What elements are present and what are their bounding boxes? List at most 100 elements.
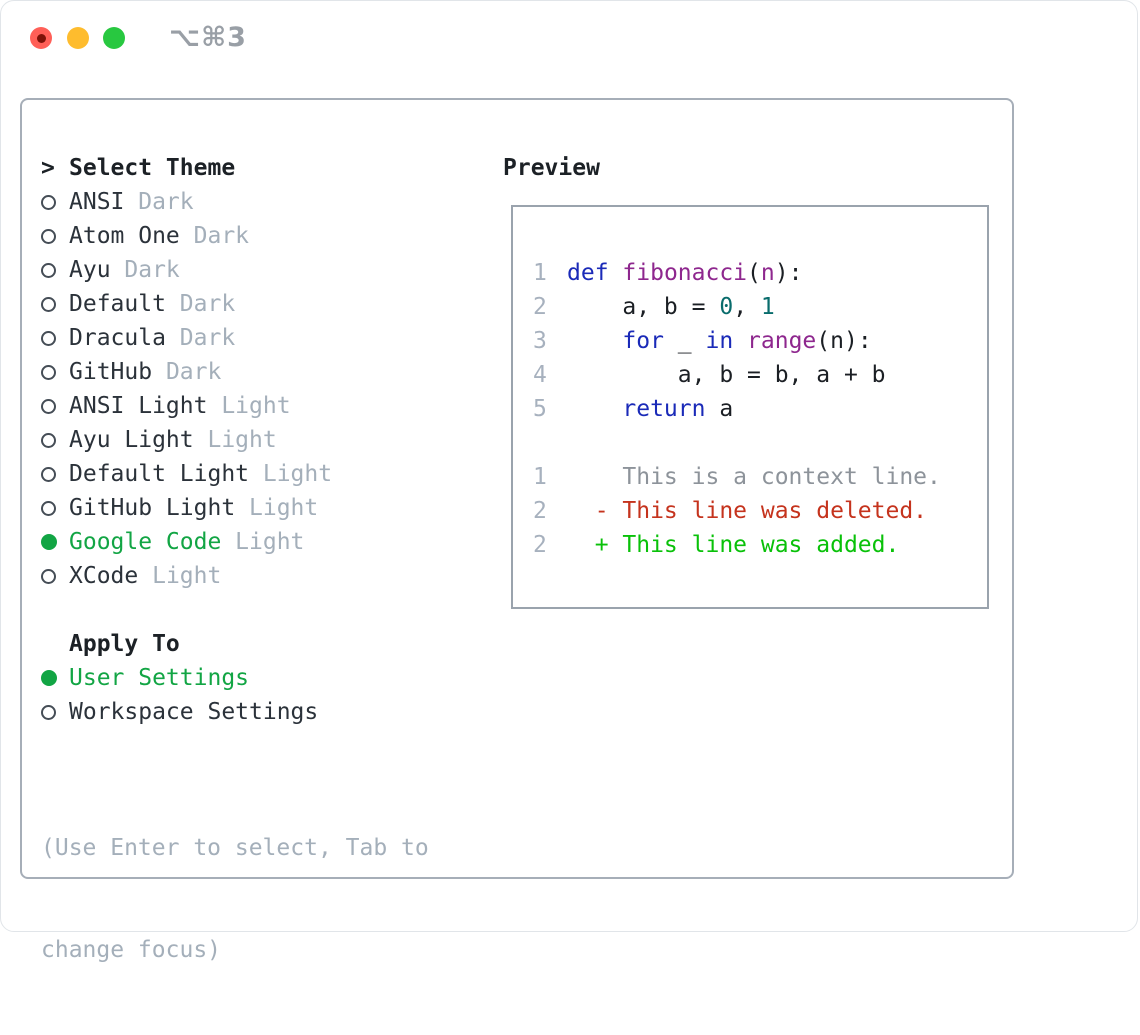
code-line: 2 - This line was deleted. xyxy=(533,494,987,528)
theme-name: XCode xyxy=(69,563,139,589)
radio-unselected-icon xyxy=(41,466,69,482)
help-line: (Use Enter to select, Tab to xyxy=(41,835,429,861)
code-token: ): xyxy=(774,260,803,286)
apply-option-workspace-settings[interactable]: Workspace Settings xyxy=(41,695,429,729)
line-number: 2 xyxy=(533,532,547,558)
code-token xyxy=(733,328,747,354)
radio-unselected-icon xyxy=(41,194,69,210)
theme-option-google-code[interactable]: Google Code Light xyxy=(41,525,429,559)
apply-to-title: Apply To xyxy=(69,631,180,657)
code-line: 2 + This line was added. xyxy=(533,528,987,562)
line-number: 5 xyxy=(533,396,547,422)
code-line: 2 a, b = 0, 1 xyxy=(533,290,987,324)
theme-option-default[interactable]: Default Dark xyxy=(41,287,429,321)
code-token: in xyxy=(705,328,734,354)
apply-option-user-settings[interactable]: User Settings xyxy=(41,661,429,695)
theme-variant: Dark xyxy=(138,189,194,215)
theme-name: Google Code xyxy=(69,529,222,555)
code-token: n xyxy=(760,260,775,286)
close-button[interactable] xyxy=(30,27,52,49)
code-token: for xyxy=(622,328,664,354)
code-token: _ xyxy=(663,328,706,354)
code-token: a xyxy=(705,396,734,422)
theme-option-github[interactable]: GitHub Dark xyxy=(41,355,429,389)
radio-selected-icon xyxy=(41,534,69,550)
theme-variant: Dark xyxy=(165,359,222,385)
theme-name: GitHub xyxy=(69,359,153,385)
select-theme-header: > Select Theme xyxy=(41,151,429,185)
theme-option-ayu[interactable]: Ayu Dark xyxy=(41,253,429,287)
close-dot-icon xyxy=(36,33,46,43)
radio-unselected-icon xyxy=(41,330,69,346)
line-number: 2 xyxy=(533,498,547,524)
theme-name: Dracula xyxy=(69,325,166,351)
code-token: def xyxy=(567,260,609,286)
code-line: 1 This is a context line. xyxy=(533,460,987,494)
theme-variant: Light xyxy=(235,529,305,555)
zoom-button[interactable] xyxy=(103,27,125,49)
theme-name: ANSI Light xyxy=(69,393,208,419)
code-preview: 1 def fibonacci(n): 2 a, b = 0, 1 3 for _ i… xyxy=(513,207,987,562)
radio-unselected-icon xyxy=(41,500,69,516)
help-text: (Use Enter to select, Tab to change focu… xyxy=(41,763,429,1035)
preview-box: 1 def fibonacci(n): 2 a, b = 0, 1 3 for _ i… xyxy=(511,205,989,609)
code-line: 4 a, b = b, a + b xyxy=(533,358,987,392)
theme-variant: Light xyxy=(207,427,277,453)
code-line xyxy=(533,426,987,460)
theme-variant: Dark xyxy=(124,257,180,283)
apply-to-header: Apply To xyxy=(41,627,429,661)
radio-unselected-icon xyxy=(41,568,69,584)
code-token: - This line was deleted. xyxy=(567,498,928,524)
line-number: 4 xyxy=(533,362,547,388)
code-token: fibonacci xyxy=(622,260,748,286)
radio-unselected-icon xyxy=(41,228,69,244)
theme-variant: Light xyxy=(249,495,319,521)
theme-variant: Dark xyxy=(193,223,250,249)
code-token xyxy=(567,396,622,422)
radio-unselected-icon xyxy=(41,432,69,448)
theme-option-ansi-light[interactable]: ANSI Light Light xyxy=(41,389,429,423)
line-number: 1 xyxy=(533,464,547,490)
code-token: + This line was added. xyxy=(567,532,900,558)
code-token: 1 xyxy=(760,294,775,320)
line-number: 3 xyxy=(533,328,547,354)
radio-unselected-icon xyxy=(41,704,69,720)
radio-unselected-icon xyxy=(41,364,69,380)
code-token: , xyxy=(733,294,761,320)
theme-name: Default Light xyxy=(69,461,250,487)
code-token: ( xyxy=(747,260,761,286)
theme-name: ANSI xyxy=(69,189,125,215)
theme-option-github-light[interactable]: GitHub Light Light xyxy=(41,491,429,525)
theme-variant: Dark xyxy=(179,291,236,317)
line-number: 2 xyxy=(533,294,547,320)
code-token: range xyxy=(747,328,817,354)
window-shortcut-label: ⌥⌘3 xyxy=(169,22,247,53)
line-number: 1 xyxy=(533,260,547,286)
theme-option-xcode[interactable]: XCode Light xyxy=(41,559,429,593)
apply-option-label: User Settings xyxy=(69,665,250,691)
theme-name: Default xyxy=(69,291,166,317)
radio-unselected-icon xyxy=(41,398,69,414)
code-token: a, b = xyxy=(567,294,720,320)
select-theme-title: Select Theme xyxy=(69,155,236,181)
apply-option-label: Workspace Settings xyxy=(69,699,319,725)
radio-selected-icon xyxy=(41,670,69,686)
theme-variant: Light xyxy=(152,563,222,589)
theme-variant: Light xyxy=(221,393,291,419)
theme-option-ansi[interactable]: ANSI Dark xyxy=(41,185,429,219)
minimize-button[interactable] xyxy=(67,27,89,49)
help-line: change focus) xyxy=(41,937,222,963)
code-token: return xyxy=(622,396,706,422)
code-line: 1 def fibonacci(n): xyxy=(533,256,987,290)
theme-name: GitHub Light xyxy=(69,495,236,521)
theme-name: Ayu xyxy=(69,257,111,283)
